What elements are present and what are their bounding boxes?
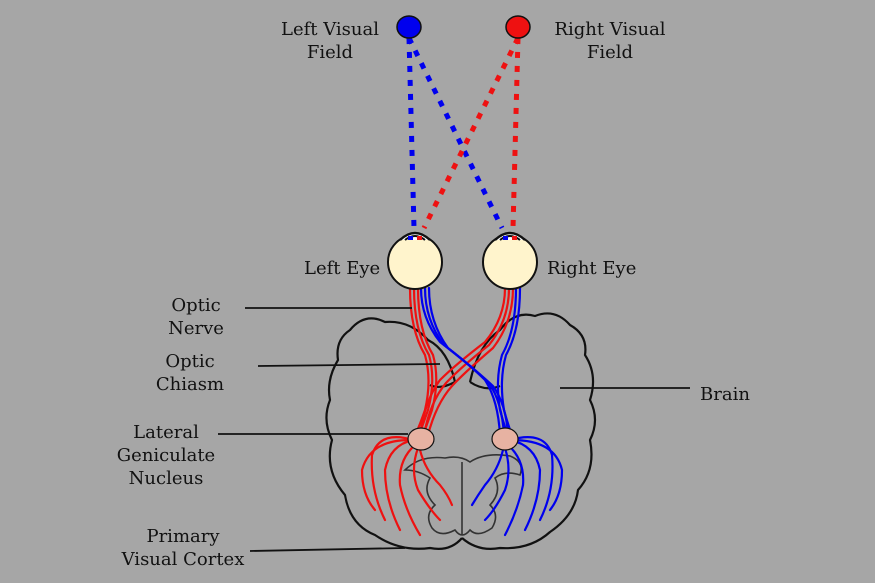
cortex-leader bbox=[249, 547, 406, 552]
visual-field-rays bbox=[406, 36, 521, 230]
right-field-to-right-eye bbox=[510, 37, 521, 229]
left-visual-field-dot bbox=[396, 15, 422, 39]
right-eye-label: Right Eye bbox=[547, 258, 637, 279]
right-lgn bbox=[491, 427, 519, 451]
left-visual-field-label-line2: Field bbox=[306, 42, 354, 63]
primary-visual-cortex-label-line2: Visual Cortex bbox=[121, 549, 245, 570]
lgn-label: Lateral Geniculate Nucleus bbox=[116, 421, 216, 490]
leader-lines bbox=[218, 307, 690, 552]
right-hemisphere bbox=[461, 312, 597, 550]
right-visual-field-dot bbox=[505, 15, 531, 39]
right-eye bbox=[482, 231, 538, 290]
brain-fissure-right bbox=[469, 381, 501, 390]
brain-label: Brain bbox=[700, 384, 750, 405]
optic-chiasm-label: Optic Chiasm bbox=[144, 350, 236, 396]
primary-visual-cortex-label: Primary Visual Cortex bbox=[118, 525, 248, 571]
left-hemisphere bbox=[325, 317, 463, 550]
right-field-to-left-eye bbox=[421, 36, 521, 230]
left-lgn bbox=[407, 427, 435, 451]
optic-nerve-label: Optic Nerve bbox=[150, 294, 242, 340]
left-visual-field-label-line1: Left Visual bbox=[281, 19, 379, 40]
blue-optic-fibers bbox=[419, 286, 564, 537]
left-field-to-left-eye bbox=[406, 37, 417, 229]
optic-chiasm-label-line1: Optic bbox=[165, 351, 215, 372]
optic-nerve-label-line2: Nerve bbox=[168, 318, 224, 339]
optic-chiasm-label-line2: Chiasm bbox=[155, 374, 225, 395]
red-optic-fibers bbox=[360, 286, 515, 537]
optic-chiasm-leader bbox=[257, 363, 441, 367]
lgn-label-line2: Geniculate bbox=[116, 445, 216, 466]
midbrain-outline bbox=[403, 454, 523, 536]
lgn-label-line3: Nucleus bbox=[128, 468, 204, 489]
right-visual-field-label-line1: Right Visual bbox=[554, 19, 666, 40]
optic-nerve-label-line1: Optic bbox=[171, 295, 221, 316]
left-eye bbox=[387, 231, 443, 290]
brain-outline bbox=[325, 312, 597, 550]
primary-visual-cortex-label-line1: Primary bbox=[146, 526, 220, 547]
right-visual-field-label-line2: Field bbox=[586, 42, 634, 63]
left-visual-field-label: Left Visual Field bbox=[270, 18, 390, 64]
right-visual-field-label: Right Visual Field bbox=[548, 18, 672, 64]
left-eye-label: Left Eye bbox=[304, 258, 381, 279]
left-field-to-right-eye bbox=[406, 36, 505, 230]
lgn-label-line1: Lateral bbox=[133, 422, 199, 443]
